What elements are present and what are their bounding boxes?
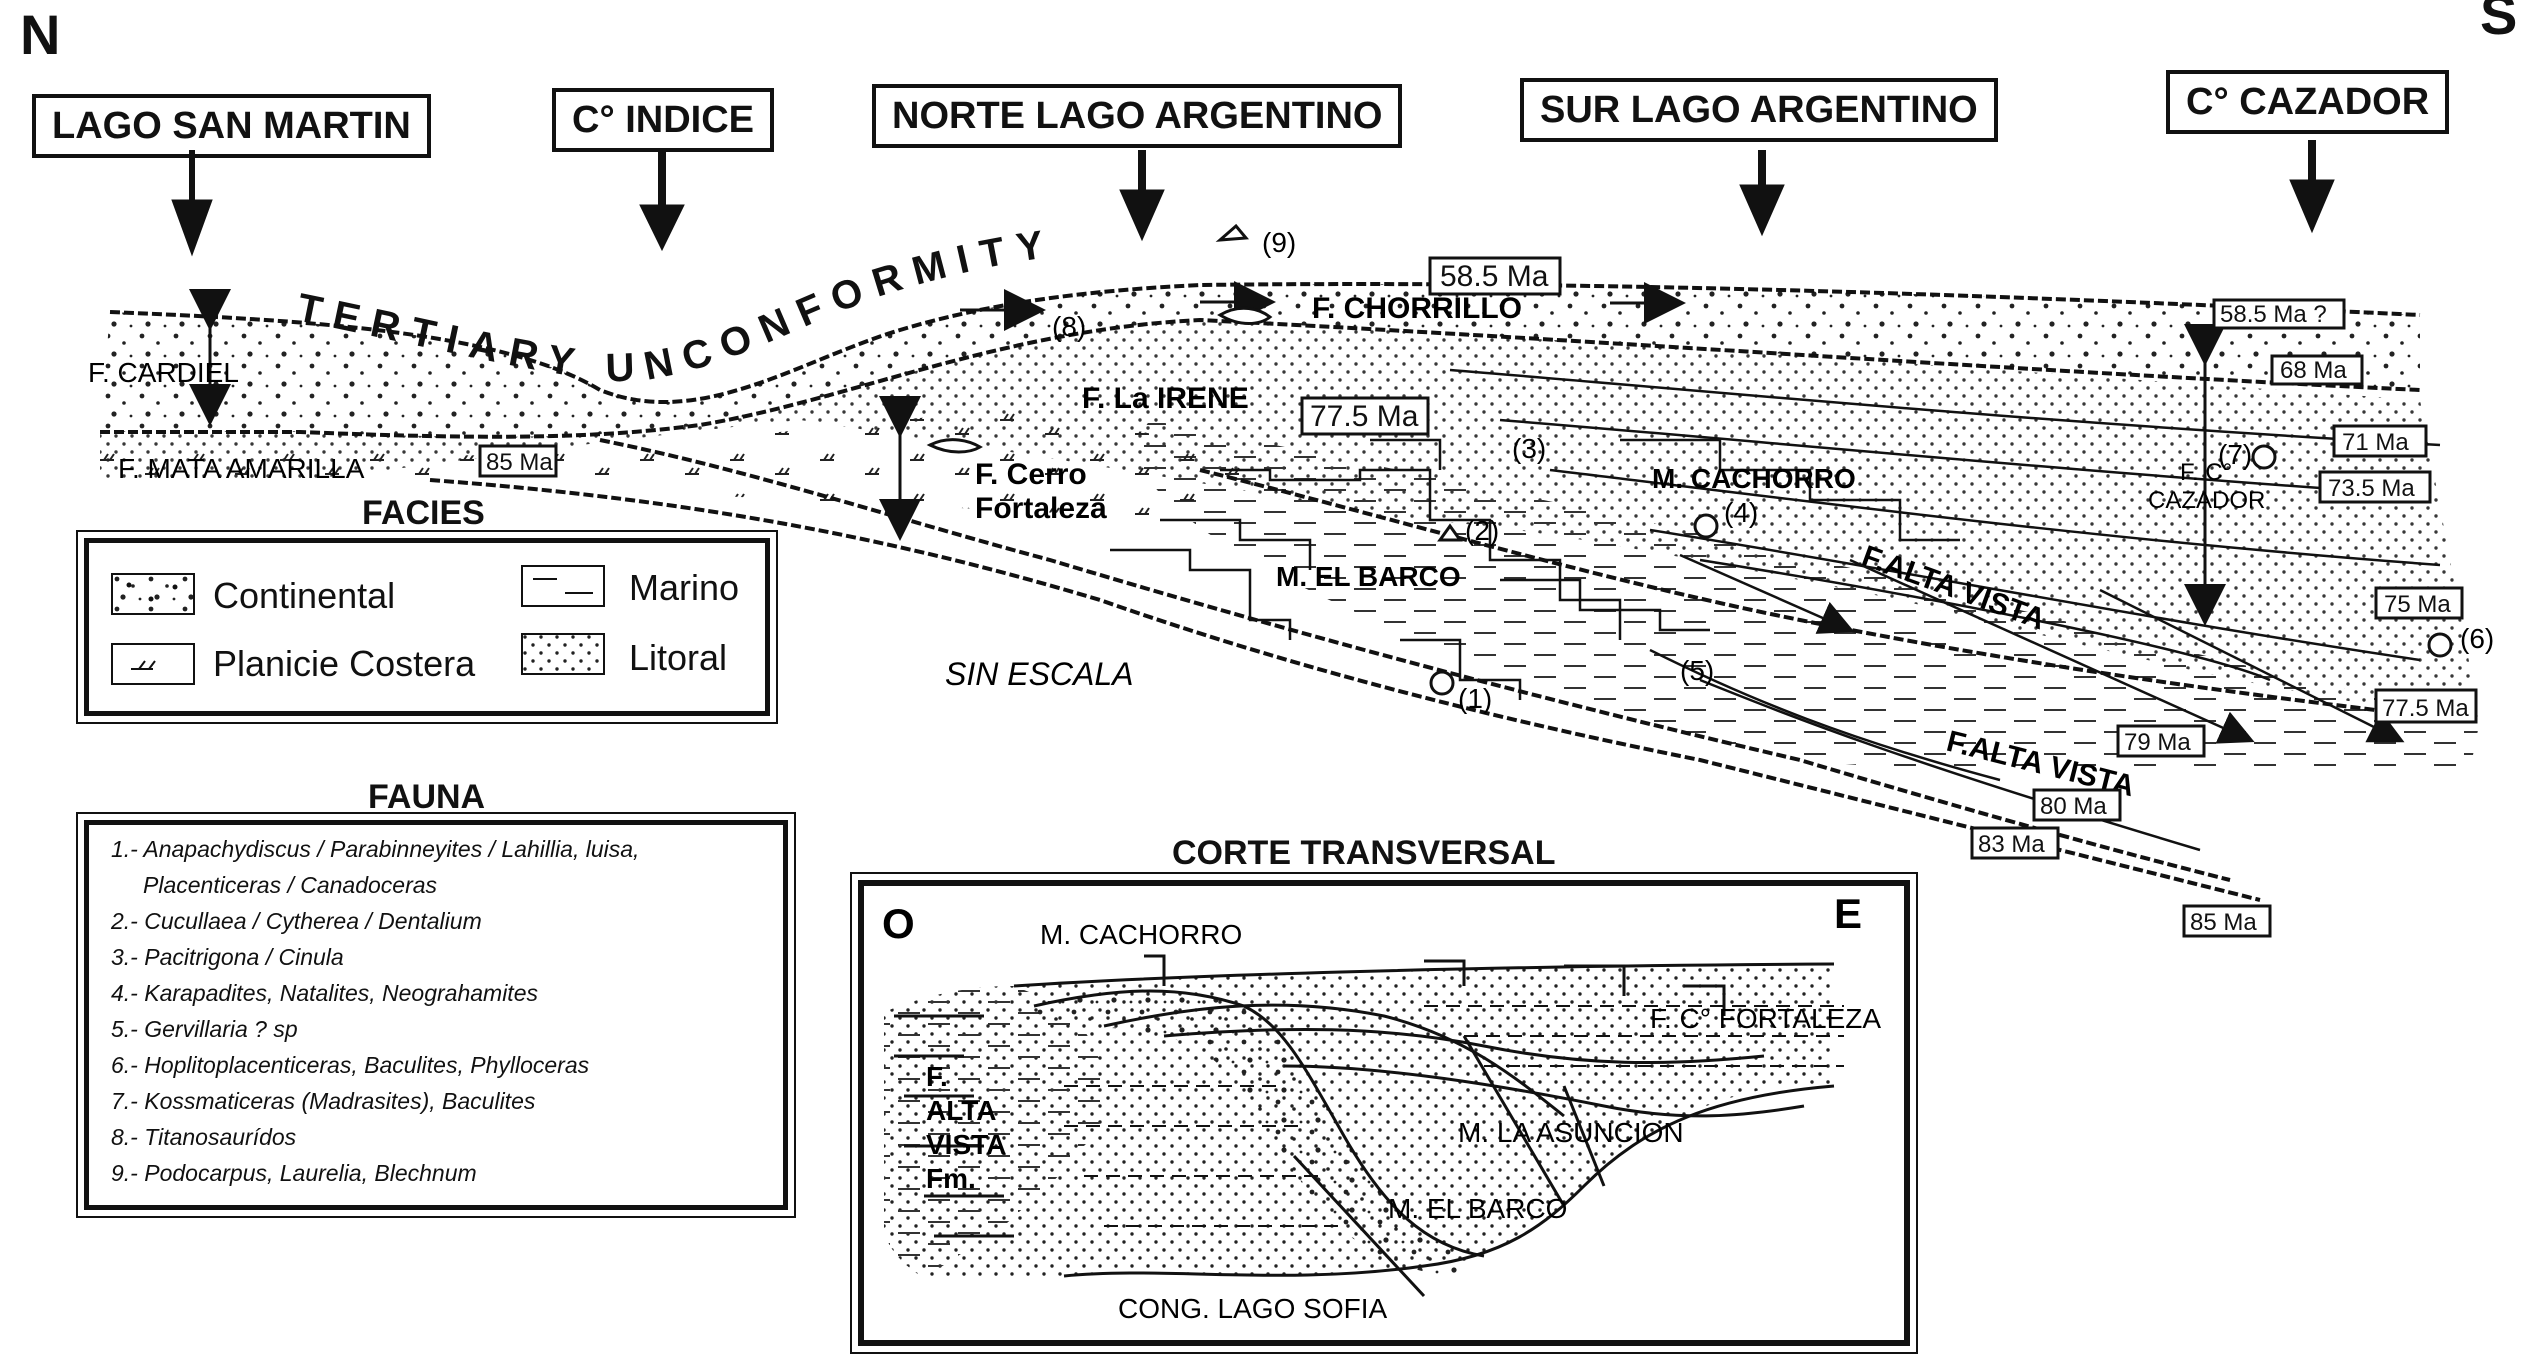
age-79: 79 Ma (2124, 729, 2191, 756)
formation-cachorro: M. CACHORRO (1652, 463, 1856, 494)
location-lago-san-martin: LAGO SAN MARTIN (32, 94, 431, 158)
facies-title: FACIES (362, 494, 485, 532)
fauna-legend: 1.- Anapachydiscus / Parabinneyites / La… (76, 812, 796, 1218)
location-sur-lago-argentino: SUR LAGO ARGENTINO (1520, 78, 1998, 142)
age-80: 80 Ma (2040, 793, 2107, 820)
marker-3: (3) (1512, 433, 1546, 464)
age-75: 75 Ma (2384, 591, 2451, 618)
legend-planicie: Planicie Costera (213, 643, 476, 684)
marker-8: (8) (1052, 311, 1086, 342)
formation-cazador-2: CAZADOR (2148, 487, 2265, 514)
alta-vista-arrows (1649, 553, 2405, 852)
location-c-indice: C° INDICE (552, 88, 774, 152)
formation-chorrillo: F. CHORRILLO (1312, 292, 1522, 325)
cross-section-title: CORTE TRANSVERSAL (1172, 834, 1556, 872)
age-58-5-q: 58.5 Ma ? (2220, 301, 2327, 328)
formation-cazador-1: F. C° (2180, 459, 2232, 486)
fauna-item: 9.- Podocarpus, Laurelia, Blechnum (111, 1160, 477, 1186)
location-arrows (171, 140, 2335, 257)
legend-continental: Continental (213, 575, 396, 616)
fauna-item: 1.- Anapachydiscus / Parabinneyites / La… (111, 836, 640, 862)
cross-asuncion: M. LA ASUNCION (1458, 1117, 1684, 1148)
fauna-title: FAUNA (368, 778, 486, 816)
marine-wedge (1138, 420, 2480, 773)
fauna-item: 5.- Gervillaria ? sp (111, 1016, 298, 1042)
age-68: 68 Ma (2280, 357, 2347, 384)
sin-escala-label: SIN ESCALA (945, 656, 1134, 692)
cross-alta-vista-4: Fm. (926, 1163, 976, 1194)
age-58-5-top: 58.5 Ma (1440, 260, 1549, 293)
coastal-plain (100, 410, 1260, 520)
fauna-item: Placenticeras / Canadoceras (143, 872, 438, 898)
tertiary-band (100, 284, 2420, 437)
north-label: N (20, 3, 61, 66)
fauna-item: 3.- Pacitrigona / Cinula (111, 944, 344, 970)
marker-6: (6) (2460, 623, 2494, 654)
marker-2: (2) (1465, 515, 1499, 546)
cross-alta-vista-2: ALTA (926, 1095, 997, 1126)
fauna-item: 2.- Cucullaea / Cytherea / Dentalium (111, 908, 482, 934)
cross-alta-vista-1: F. (926, 1061, 948, 1092)
fauna-item: 4.- Karapadites, Natalites, Neograhamite… (111, 980, 538, 1006)
legend-marino: Marino (629, 567, 740, 608)
cretaceous-wedge (100, 320, 2480, 720)
cross-el-barco: M. EL BARCO (1388, 1193, 1567, 1224)
swatch-marino (521, 565, 605, 607)
facies-legend: Continental Planicie Costera Marino Lito… (76, 530, 778, 724)
formation-mata-amarilla: F. MATA AMARILLA (118, 453, 365, 484)
swatch-litoral (521, 633, 605, 675)
age-71: 71 Ma (2342, 429, 2409, 456)
cross-lago-sofia: CONG. LAGO SOFIA (1118, 1293, 1387, 1324)
age-77-5-mid: 77.5 Ma (1310, 400, 1419, 433)
fossil-symbols (926, 223, 2453, 696)
chorrillo-arrows (960, 281, 1686, 331)
marker-1: (1) (1458, 683, 1492, 714)
cross-fortaleza: F. C° FORTALEZA (1650, 1003, 1881, 1034)
thickness-arrows (189, 289, 2226, 626)
formation-el-barco: M. EL BARCO (1276, 561, 1461, 592)
location-c-cazador: C° CAZADOR (2166, 70, 2450, 134)
legend-litoral: Litoral (629, 637, 728, 678)
cross-east: E (1834, 890, 1862, 937)
age-85-right: 85 Ma (2190, 909, 2257, 936)
age-85-left: 85 Ma (486, 449, 553, 476)
fauna-item: 6.- Hoplitoplacenticeras, Baculites, Phy… (111, 1052, 590, 1078)
cazador-lines (1449, 368, 2441, 682)
cross-section-diagram: O E M. CACHORRO F. C° FORTALEZA F. ALTA … (882, 890, 1881, 1324)
formation-cardiel: F. CARDIEL (88, 357, 239, 388)
marker-9: (9) (1262, 227, 1296, 258)
formation-cerro-fortaleza-1: F. Cerro (975, 458, 1087, 491)
swatch-planicie (111, 643, 195, 685)
age-77-5-right: 77.5 Ma (2382, 695, 2469, 722)
swatch-continental (111, 573, 195, 615)
cross-section-frame: O E M. CACHORRO F. C° FORTALEZA F. ALTA … (850, 872, 1918, 1354)
age-boxes (478, 256, 2478, 938)
location-norte-lago-argentino: NORTE LAGO ARGENTINO (872, 84, 1403, 148)
formation-la-irene: F. La IRENE (1082, 382, 1249, 415)
facies-steps (1110, 438, 1960, 700)
age-83: 83 Ma (1978, 831, 2045, 858)
age-73-5: 73.5 Ma (2328, 475, 2415, 502)
marker-5: (5) (1680, 655, 1714, 686)
cross-west: O (882, 900, 915, 947)
cross-cachorro: M. CACHORRO (1040, 919, 1242, 950)
fauna-item: 7.- Kossmaticeras (Madrasites), Baculite… (111, 1088, 536, 1114)
marker-4: (4) (1724, 497, 1758, 528)
marker-7: (7) (2218, 439, 2252, 470)
south-label: S (2480, 0, 2518, 46)
cross-alta-vista-3: VISTA (926, 1129, 1006, 1160)
fauna-item: 8.- Titanosaurídos (111, 1124, 297, 1150)
formation-cerro-fortaleza-2: Fortaleza (975, 492, 1107, 525)
